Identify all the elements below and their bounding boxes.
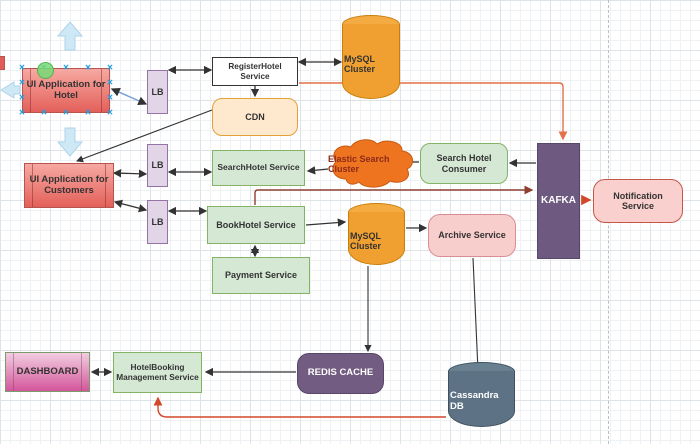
direction-up-arrow-icon[interactable]	[56, 21, 84, 51]
selection-handle[interactable]: ✕	[84, 108, 92, 117]
mysql-cluster-2-label: MySQL Cluster	[350, 230, 382, 251]
edge-uicustomers-lb2[interactable]	[112, 169, 148, 178]
selection-handle[interactable]: ✕	[18, 93, 26, 102]
archive-service-node[interactable]: Archive Service	[428, 214, 516, 257]
elastic-search-cluster-label: Elastic Search Cluster	[328, 153, 390, 174]
ui-application-for-customers-label: UI Application for Customers	[29, 173, 109, 196]
redis-cache-label: REDIS CACHE	[307, 367, 374, 379]
direction-left-arrow-icon[interactable]	[0, 81, 21, 99]
ui-application-for-customers-node[interactable]: UI Application for Customers	[24, 163, 114, 208]
selection-handle[interactable]: ✕	[106, 93, 114, 102]
mysql-cluster-1-node[interactable]: MySQL Cluster	[342, 15, 400, 99]
lb2-label: LB	[151, 160, 164, 171]
lb3-label: LB	[151, 216, 164, 227]
notification-service-node[interactable]: Notification Service	[593, 179, 683, 223]
hotelbooking-management-service-label: HotelBooking Management Service	[116, 361, 199, 382]
selection-handle[interactable]: ✕	[84, 63, 92, 72]
edge-elastic-search[interactable]	[306, 166, 329, 175]
searchhotel-service-label: SearchHotel Service	[217, 162, 300, 173]
cdn-label: CDN	[245, 111, 265, 122]
search-hotel-consumer-label: Search Hotel Consumer	[436, 153, 492, 174]
notification-service-label: Notification Service	[613, 190, 663, 211]
kafka-node[interactable]: KAFKA	[537, 143, 580, 259]
edge-uicustomers-lb3[interactable]	[113, 199, 148, 213]
selection-handle[interactable]: ✕	[18, 108, 26, 117]
kafka-label: KAFKA	[541, 195, 576, 207]
searchhotel-service-node[interactable]: SearchHotel Service	[212, 150, 305, 186]
selection-handle[interactable]: ✕	[40, 108, 48, 117]
redis-cache-node[interactable]: REDIS CACHE	[297, 353, 384, 394]
bookhotel-service-label: BookHotel Service	[216, 219, 296, 230]
elastic-search-cluster-node[interactable]: Elastic Search Cluster	[326, 137, 418, 191]
payment-service-node[interactable]: Payment Service	[212, 257, 310, 294]
edge-uihotel-lb1[interactable]	[110, 87, 148, 106]
mysql-cluster-2-node[interactable]: MySQL Cluster	[348, 203, 405, 265]
edge-book-mysql2[interactable]	[305, 218, 347, 227]
edge-cassandra-hotelbooking[interactable]	[153, 396, 446, 418]
payment-service-label: Payment Service	[224, 270, 298, 281]
ui-application-for-hotel-node[interactable]: UI Application for Hotel	[22, 68, 110, 113]
mysql-cluster-1-label: MySQL Cluster	[344, 53, 376, 74]
selection-handle[interactable]: ✕	[18, 63, 26, 72]
edge-cdn-uicustomers[interactable]	[75, 109, 213, 163]
edge-archive-cassandra[interactable]	[472, 257, 482, 373]
cassandra-db-node[interactable]: Cassandra DB	[448, 362, 515, 427]
cdn-node[interactable]: CDN	[212, 98, 298, 136]
selection-handle[interactable]: ✕	[62, 63, 70, 72]
lb1-label: LB	[151, 86, 164, 97]
selection-handle[interactable]: ✕	[106, 78, 114, 87]
dashboard-node[interactable]: DASHBOARD	[5, 352, 90, 392]
archive-service-label: Archive Service	[438, 230, 506, 241]
hotelbooking-management-service-node[interactable]: HotelBooking Management Service	[113, 352, 202, 393]
cassandra-db-label: Cassandra DB	[450, 389, 499, 412]
lb1-node[interactable]: LB	[147, 70, 168, 114]
rotate-handle[interactable]	[37, 62, 54, 79]
bookhotel-service-node[interactable]: BookHotel Service	[207, 206, 305, 244]
lb2-node[interactable]: LB	[147, 144, 168, 187]
selection-handle[interactable]: ✕	[106, 108, 114, 117]
selection-handle[interactable]: ✕	[62, 108, 70, 117]
search-hotel-consumer-node[interactable]: Search Hotel Consumer	[420, 143, 508, 184]
clipped-shape	[0, 56, 5, 70]
edge-register-kafka[interactable]	[299, 82, 568, 141]
direction-down-arrow-icon[interactable]	[56, 127, 84, 157]
dashboard-label: DASHBOARD	[16, 365, 79, 377]
cloud-shape	[332, 139, 414, 188]
lb3-node[interactable]: LB	[147, 200, 168, 244]
selection-handle[interactable]: ✕	[106, 63, 114, 72]
registerhotel-service-node[interactable]: RegisterHotel Service	[212, 57, 298, 86]
edge-book-kafka[interactable]	[254, 185, 534, 205]
selection-handle[interactable]: ✕	[18, 78, 26, 87]
registerhotel-service-label: RegisterHotel Service	[228, 62, 282, 81]
ui-application-for-hotel-label: UI Application for Hotel	[26, 78, 106, 101]
